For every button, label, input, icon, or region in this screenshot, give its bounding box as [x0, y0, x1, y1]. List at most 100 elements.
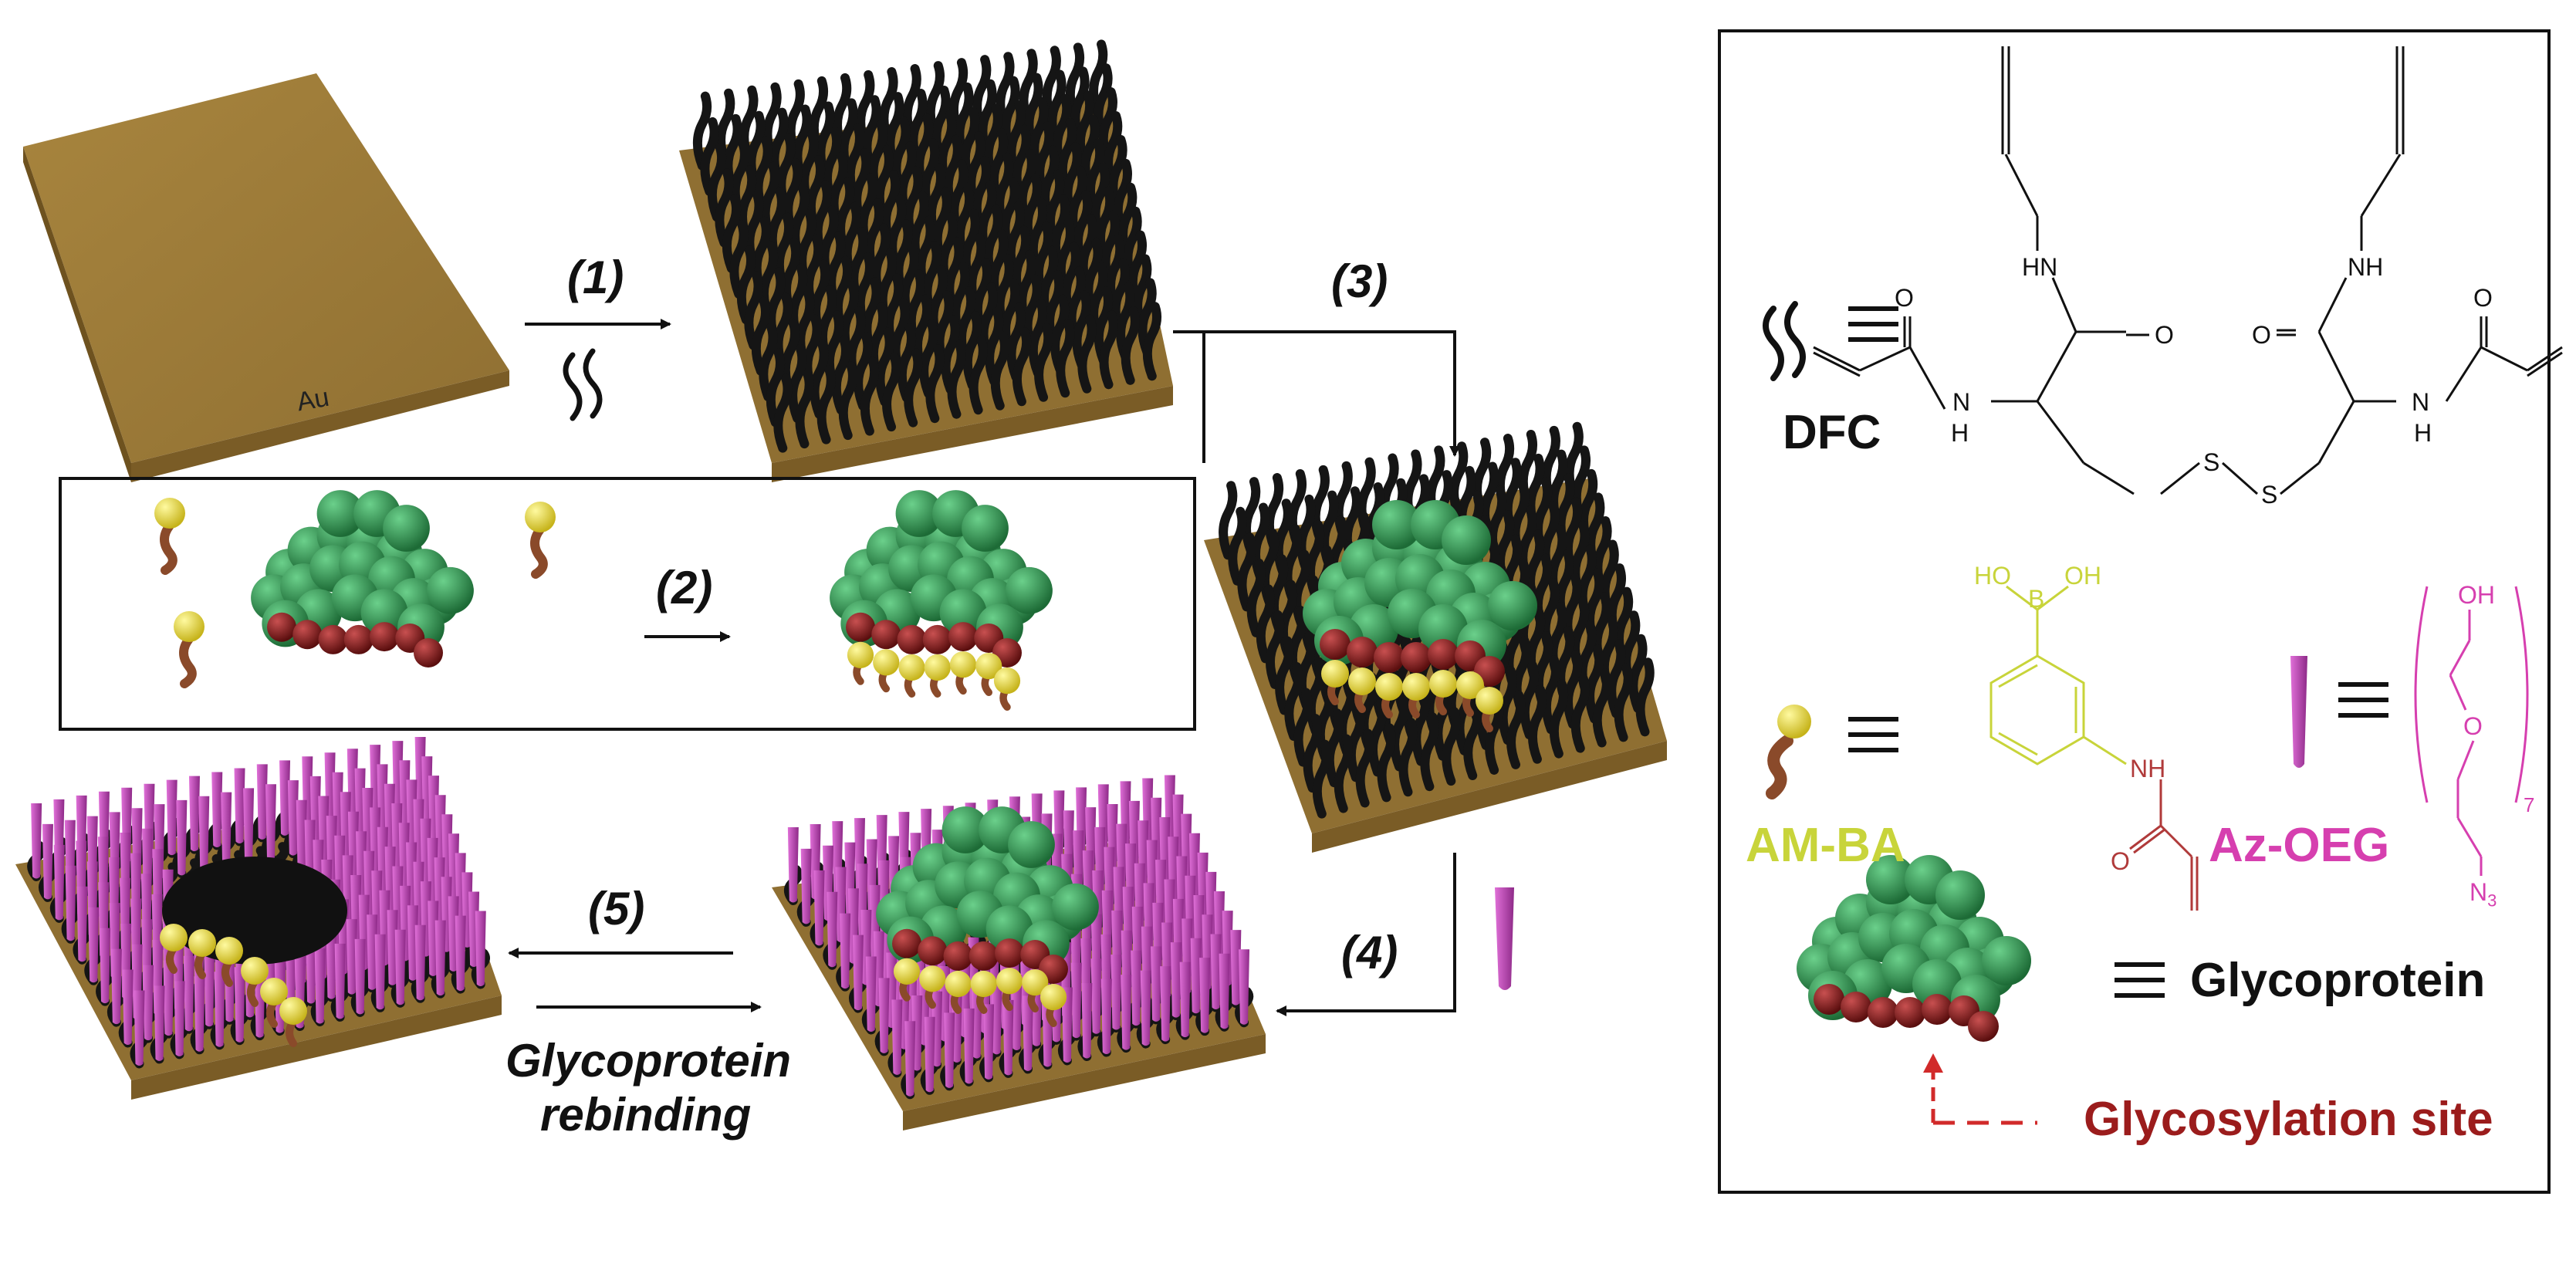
- amba-bead: [1476, 687, 1503, 715]
- glycan-residue: [1922, 994, 1952, 1025]
- oeg-rod: [166, 779, 177, 856]
- oeg-rod: [279, 760, 291, 836]
- dfc-strand: [1089, 39, 1108, 119]
- oeg-rod: [1121, 975, 1132, 1050]
- oeg-rod: [1011, 975, 1023, 1051]
- dfc-atom-n1: N: [1952, 388, 1971, 416]
- dfc-atom-hn1: HN: [2022, 253, 2058, 281]
- dfc-strand: [1246, 558, 1266, 637]
- amba-structure: [1989, 585, 2127, 765]
- amba-bead: [949, 651, 977, 678]
- oeg-rod: [1170, 942, 1182, 1018]
- azoeg-equiv-icon: [2338, 682, 2388, 718]
- protein-domain: [1935, 870, 1985, 920]
- dfc-strand: [1635, 657, 1655, 737]
- amba-tail: [194, 950, 206, 979]
- protein-domain: [427, 566, 474, 614]
- dfc-strand: [1142, 302, 1162, 381]
- amba-tail: [166, 945, 177, 974]
- dfc-strand: [1228, 506, 1247, 586]
- oeg-rod: [924, 1016, 935, 1093]
- dfc-atom-o4: O: [2473, 284, 2493, 312]
- amba-tail: [266, 999, 278, 1028]
- dfc-strand: [751, 296, 771, 376]
- glycan-residue: [969, 941, 999, 971]
- dfc-strand: [1390, 692, 1409, 772]
- oeg-rod: [100, 928, 111, 1004]
- azoeg-legend-icon: [2290, 656, 2307, 768]
- oeg-rod: [813, 870, 825, 946]
- dfc-strand: [1303, 714, 1322, 793]
- amba-bead: [970, 970, 997, 998]
- oeg-rod: [354, 938, 366, 1015]
- dfc-atom-h1: H: [1951, 419, 1969, 447]
- dfc-strand: [1549, 679, 1569, 759]
- dfc-strand: [1065, 42, 1085, 122]
- glycan-residue: [318, 624, 348, 654]
- mip-cavity-substrate: [15, 737, 502, 1100]
- oeg-rod: [455, 915, 466, 992]
- protein-domain: [1912, 959, 1962, 1009]
- dfc-strand: [1138, 278, 1157, 357]
- dfc-strand: [1284, 662, 1303, 742]
- glycan-residue: [1868, 997, 1898, 1028]
- oeg-rod: [1179, 962, 1191, 1038]
- amba-atom-o: O: [2111, 847, 2130, 875]
- amba-bead: [260, 978, 288, 1005]
- amba-atom-nh: NH: [2130, 755, 2166, 782]
- protein-domain: [1866, 855, 1915, 904]
- protein-domain: [1008, 821, 1055, 868]
- dfc-strand: [1034, 323, 1053, 402]
- amba-bead: [1402, 673, 1430, 701]
- dfc-atom-s1: S: [2203, 448, 2220, 476]
- amba-tail: [247, 978, 259, 1007]
- oeg-rod: [374, 934, 386, 1010]
- dfc-strand: [1563, 650, 1583, 729]
- dfc-strand: [1541, 655, 1561, 735]
- dfc-atom-n2: N: [2412, 388, 2430, 416]
- oeg-rod: [154, 985, 165, 1061]
- free-amba-bead: [525, 502, 556, 532]
- glycan-residue: [871, 620, 901, 650]
- glycan-residue: [892, 928, 921, 958]
- oeg-rod: [110, 948, 122, 1025]
- protein-domain: [985, 905, 1033, 953]
- dfc-strand: [947, 340, 966, 419]
- dfc-strand: [1614, 663, 1633, 742]
- amba-bead: [873, 649, 900, 676]
- dfc-strand: [795, 370, 814, 449]
- dfc-strand: [962, 311, 982, 390]
- dfc-strand: [969, 336, 988, 415]
- dfc-atom-h2: H: [2414, 419, 2432, 447]
- oeg-rod: [163, 960, 174, 1036]
- glycoprotein-complex-on-brush: [1303, 500, 1537, 732]
- dfc-strand: [1050, 294, 1070, 373]
- amba-atom-ho: HO: [1974, 562, 2011, 590]
- oeg-rod: [1239, 949, 1250, 1025]
- dfc-strand: [897, 323, 917, 403]
- oeg-rod: [234, 768, 245, 843]
- arrows: [508, 319, 1460, 1016]
- oeg-rod: [1219, 953, 1230, 1029]
- amba-bead: [996, 968, 1023, 995]
- amba-bead: [160, 924, 188, 951]
- dfc-label: DFC: [1783, 406, 1881, 459]
- protein-domain: [1052, 883, 1099, 931]
- dfc-strand: [700, 117, 719, 196]
- dfc-strand: [1377, 723, 1396, 803]
- dfc-strand: [715, 168, 734, 248]
- dfc-strand: [1334, 734, 1353, 813]
- dfc-strand: [882, 353, 901, 432]
- amba-tail: [286, 1018, 297, 1047]
- protein-domain: [1418, 604, 1468, 654]
- dfc-strand: [1398, 718, 1418, 797]
- oeg-rod: [983, 1004, 995, 1080]
- dfc-strand: [925, 344, 945, 424]
- oeg-rod: [198, 796, 210, 872]
- glycan-residue: [267, 612, 296, 642]
- dfc-brush-substrate: [679, 39, 1173, 482]
- dfc-equiv-icon: [1848, 306, 1898, 342]
- oeg-rod: [211, 772, 223, 848]
- dfc-strand: [1256, 584, 1276, 664]
- azoeg-atom-o: O: [2463, 712, 2483, 740]
